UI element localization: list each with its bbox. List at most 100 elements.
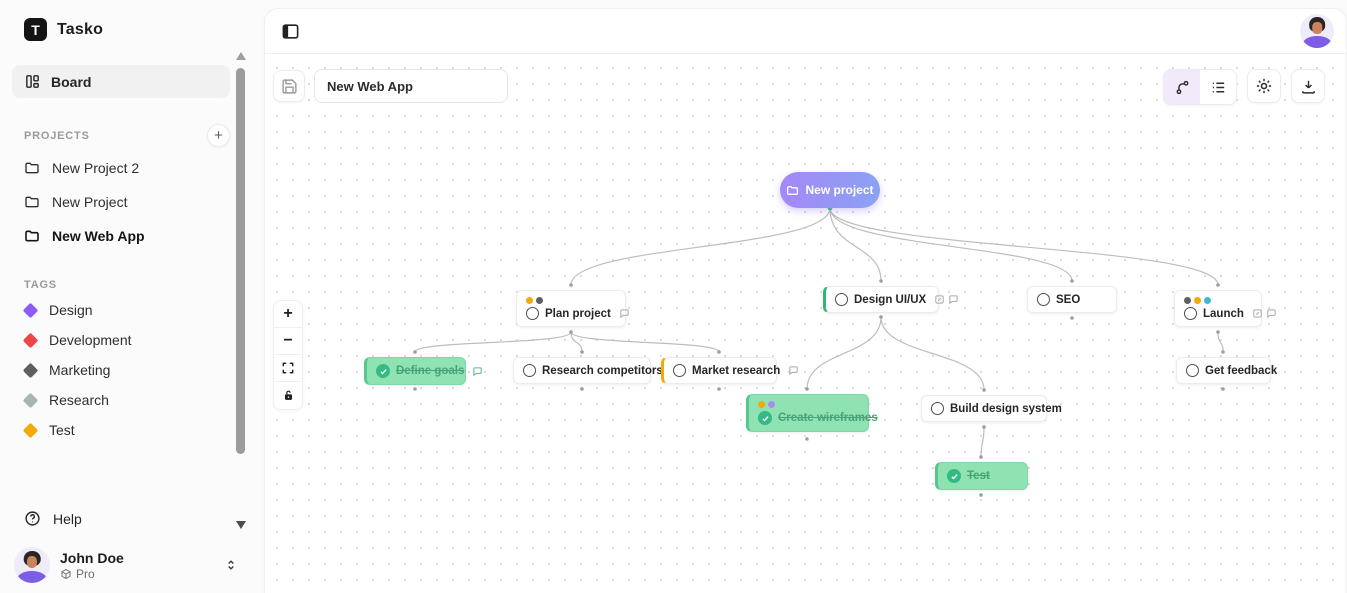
task-node-create-wireframes[interactable]: Create wireframes: [746, 394, 878, 432]
user-menu[interactable]: John Doe Pro: [14, 547, 238, 583]
app-logo-icon: T: [24, 18, 47, 41]
project-label: New Project: [52, 194, 128, 210]
task-checkbox[interactable]: [673, 364, 686, 377]
root-node-new-project[interactable]: New project: [780, 172, 880, 208]
tag-item-marketing[interactable]: Marketing: [0, 355, 256, 385]
gear-icon: [1256, 78, 1272, 94]
task-checkbox[interactable]: [523, 364, 536, 377]
task-label: Design UI/UX: [854, 293, 927, 306]
edge: [570, 207, 831, 286]
tag-color-diamond: [22, 392, 39, 408]
save-icon: [281, 78, 297, 94]
folder-icon: [25, 230, 39, 242]
tag-color-diamond: [22, 302, 39, 318]
task-label: Test: [967, 470, 990, 482]
task-checkbox[interactable]: [835, 293, 848, 306]
user-plan-badge: Pro: [76, 566, 95, 581]
list-view-button[interactable]: [1200, 70, 1236, 104]
download-button[interactable]: [1291, 69, 1325, 103]
download-icon: [1301, 80, 1315, 94]
edge: [829, 207, 882, 282]
comment-icon[interactable]: [788, 365, 799, 376]
task-node-define-goals[interactable]: Define goals: [364, 357, 483, 385]
edit-icon[interactable]: [1252, 308, 1263, 319]
user-name: John Doe: [60, 549, 124, 566]
scroll-down-arrow[interactable]: [236, 521, 246, 529]
project-item-new-web-app[interactable]: New Web App: [0, 219, 256, 253]
settings-button[interactable]: [1247, 69, 1281, 103]
fit-view-button[interactable]: [274, 355, 302, 382]
help-icon: [25, 511, 40, 526]
comment-icon[interactable]: [1266, 308, 1277, 319]
task-node-seo[interactable]: SEO: [1027, 286, 1117, 313]
tag-item-development[interactable]: Development: [0, 325, 256, 355]
user-avatar: [14, 547, 50, 583]
completed-check-icon[interactable]: [947, 469, 961, 483]
project-label: New Project 2: [52, 160, 140, 176]
task-checkbox[interactable]: [1037, 293, 1050, 306]
main-panel: + − New project Plan project: [264, 8, 1347, 593]
git-branch-icon: [1176, 80, 1188, 94]
tag-item-research[interactable]: Research: [0, 385, 256, 415]
chevrons-up-down-icon[interactable]: [224, 558, 238, 572]
sidebar-scrollbar[interactable]: [235, 52, 247, 533]
help-label: Help: [53, 510, 82, 527]
edge: [980, 426, 985, 458]
tag-label: Development: [49, 332, 132, 348]
completed-check-icon[interactable]: [758, 411, 772, 425]
tag-dot: [1204, 297, 1211, 304]
task-label: Define goals: [396, 365, 465, 377]
task-checkbox[interactable]: [526, 307, 539, 320]
edge: [829, 207, 1219, 286]
save-button[interactable]: [273, 70, 305, 102]
root-node-label: New project: [805, 183, 874, 197]
comment-icon[interactable]: [948, 294, 959, 305]
task-node-get-feedback[interactable]: Get feedback: [1176, 357, 1277, 384]
task-checkbox[interactable]: [1186, 364, 1199, 377]
task-node-design-ui-ux[interactable]: Design UI/UX: [823, 286, 958, 313]
scrollbar-thumb[interactable]: [236, 68, 245, 454]
tag-item-test[interactable]: Test: [0, 415, 256, 445]
sidebar-item-board[interactable]: Board: [12, 65, 230, 98]
task-checkbox[interactable]: [1184, 307, 1197, 320]
zoom-out-button[interactable]: −: [274, 328, 302, 355]
task-node-market-research[interactable]: Market research: [661, 357, 798, 384]
sidebar: T Tasko Board PROJECTS + New Project 2 N…: [0, 0, 256, 593]
project-item-new-project-2[interactable]: New Project 2: [0, 151, 256, 185]
tag-item-design[interactable]: Design: [0, 295, 256, 325]
zoom-in-button[interactable]: +: [274, 301, 302, 328]
task-label: Build design system: [950, 402, 1062, 415]
task-node-research-competitors[interactable]: Research competitors: [513, 357, 663, 384]
tag-dot: [758, 401, 765, 408]
task-node-build-design-system[interactable]: Build design system: [921, 395, 1062, 422]
completed-check-icon[interactable]: [376, 364, 390, 378]
canvas-controls: + −: [273, 300, 303, 410]
mindmap-canvas[interactable]: + − New project Plan project: [265, 53, 1346, 593]
tag-label: Design: [49, 302, 93, 318]
task-node-test[interactable]: Test: [935, 462, 1028, 490]
edit-icon[interactable]: [934, 294, 945, 305]
help-button[interactable]: Help: [0, 502, 256, 535]
task-node-launch[interactable]: Launch: [1174, 290, 1276, 327]
project-title-input[interactable]: [314, 69, 508, 103]
project-item-new-project[interactable]: New Project: [0, 185, 256, 219]
edge: [806, 316, 882, 390]
tag-label: Research: [49, 392, 109, 408]
folder-icon: [25, 162, 39, 174]
scroll-up-arrow[interactable]: [236, 52, 246, 60]
list-icon: [1212, 82, 1224, 92]
task-label: Market research: [692, 364, 781, 377]
expand-icon: [282, 362, 294, 374]
task-node-plan-project[interactable]: Plan project: [516, 290, 629, 327]
lock-button[interactable]: [274, 382, 302, 409]
comment-icon[interactable]: [472, 366, 483, 377]
task-checkbox[interactable]: [931, 402, 944, 415]
comment-icon[interactable]: [619, 308, 630, 319]
tag-dot: [536, 297, 543, 304]
add-project-button[interactable]: +: [207, 124, 230, 147]
task-label: Plan project: [545, 307, 611, 320]
tree-view-button[interactable]: [1164, 70, 1200, 104]
panel-left-toggle-icon[interactable]: [279, 20, 302, 43]
sidebar-item-label: Board: [51, 73, 92, 90]
profile-avatar[interactable]: [1300, 14, 1334, 48]
